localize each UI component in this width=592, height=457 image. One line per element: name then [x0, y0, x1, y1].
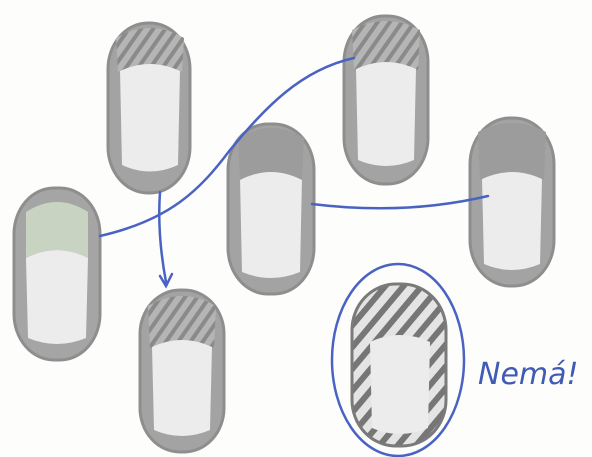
capsule-top-left	[108, 23, 190, 193]
connection-line-3	[312, 196, 488, 208]
capsule-left-middle	[14, 188, 100, 360]
capsule-top-right	[344, 16, 428, 184]
capsule-right	[470, 118, 554, 286]
capsule-hatched	[352, 284, 446, 446]
capsule-bottom-left	[140, 290, 224, 452]
connection-line-2	[159, 192, 166, 282]
annotation-label: Nemá!	[478, 357, 579, 392]
capsule-center	[228, 124, 314, 294]
